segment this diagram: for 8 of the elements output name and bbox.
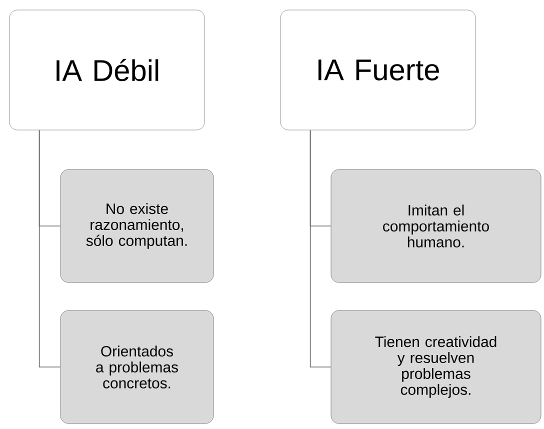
heading-box: IA Fuerte bbox=[280, 10, 476, 130]
item-box: Tienen creatividad y resuelven problemas complejos. bbox=[330, 310, 542, 424]
connector-line bbox=[310, 130, 332, 368]
item-box: Imitan el comportamiento humano. bbox=[330, 169, 542, 283]
item-box: Orientados a problemas concretos. bbox=[60, 310, 214, 424]
heading-box: IA Débil bbox=[9, 10, 205, 130]
connector-line bbox=[38, 130, 61, 368]
item-box: No existe razonamiento, sólo computan. bbox=[60, 169, 214, 283]
